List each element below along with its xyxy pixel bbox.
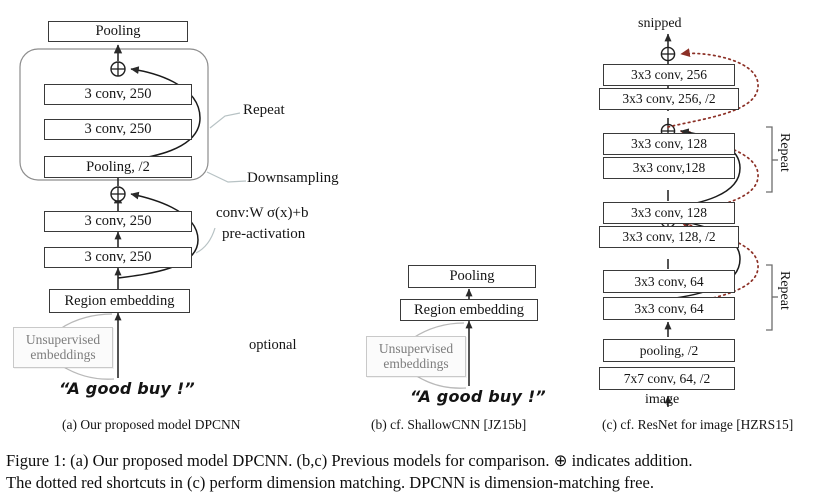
panel-b-input-text: “A good buy !” [410,387,546,406]
panel-b-subcaption: (b) cf. ShallowCNN [JZ15b] [371,417,527,432]
panel-c-box-conv-64-b[interactable]: 3x3 conv, 64 [603,297,735,320]
figure-caption-line-1: Figure 1: (a) Our proposed model DPCNN. … [6,451,693,470]
panel-c-label-repeat-1: Repeat [777,133,792,172]
panel-a-subcaption: (a) Our proposed model DPCNN [62,417,241,432]
panel-c-box-conv-128-b[interactable]: 3x3 conv,128 [603,157,735,179]
panel-a-adders [110,61,126,202]
panel-a-ghost-unsupervised-embeddings[interactable]: Unsupervised embeddings [13,327,113,368]
figure-caption: Figure 1: (a) Our proposed model DPCNN. … [6,450,826,495]
panel-a-box-conv-2[interactable]: 3 conv, 250 [44,119,192,140]
panel-a-label-conv-formula: conv:W σ(x)+b [216,205,309,221]
panel-c-label-snipped: snipped [638,16,682,31]
panel-a-input-text: “A good buy !” [59,379,195,398]
panel-c-box-conv-256-stride2[interactable]: 3x3 conv, 256, /2 [599,88,739,110]
panel-a-box-region-embedding[interactable]: Region embedding [49,289,190,313]
panel-c-box-conv-64-a[interactable]: 3x3 conv, 64 [603,270,735,293]
panel-c-subcaption: (c) cf. ResNet for image [HZRS15] [602,417,794,432]
panel-c-box-conv-128-c[interactable]: 3x3 conv, 128 [603,202,735,224]
panel-b-ghost-unsupervised-embeddings[interactable]: Unsupervised embeddings [366,336,466,377]
panel-a-ghost-connectors [59,313,115,380]
figure-caption-line-2: The dotted red shortcuts in (c) perform … [6,473,654,493]
panel-b-box-region-embedding[interactable]: Region embedding [400,299,538,321]
panel-c-box-conv-256[interactable]: 3x3 conv, 256 [603,64,735,86]
panel-a-label-repeat: Repeat [243,102,285,118]
panel-a-box-conv-1[interactable]: 3 conv, 250 [44,84,192,105]
panel-c-box-pooling-half[interactable]: pooling, /2 [603,339,735,362]
panel-a-label-pre-activation: pre-activation [222,226,306,242]
panel-c-label-repeat-2: Repeat [777,271,792,310]
panel-c-box-conv-7x7-64-stride2[interactable]: 7x7 conv, 64, /2 [599,367,735,390]
panel-b-ghost-connectors [412,322,467,389]
panel-a-box-conv-4[interactable]: 3 conv, 250 [44,247,192,268]
panel-c-repeat-brackets [766,126,778,331]
panel-a-box-pooling[interactable]: Pooling [48,21,188,42]
panel-a-leader-lines [195,112,247,254]
panel-a-box-pooling-half[interactable]: Pooling, /2 [44,156,192,178]
panel-a-box-conv-3[interactable]: 3 conv, 250 [44,211,192,232]
panel-a-label-downsampling: Downsampling [247,170,339,186]
panel-a-label-optional: optional [249,337,297,353]
panel-c-box-conv-128-stride2[interactable]: 3x3 conv, 128, /2 [599,226,739,248]
panel-b-box-pooling[interactable]: Pooling [408,265,536,288]
panel-c-label-image: image [645,392,680,407]
panel-c-box-conv-128-a[interactable]: 3x3 conv, 128 [603,133,735,155]
